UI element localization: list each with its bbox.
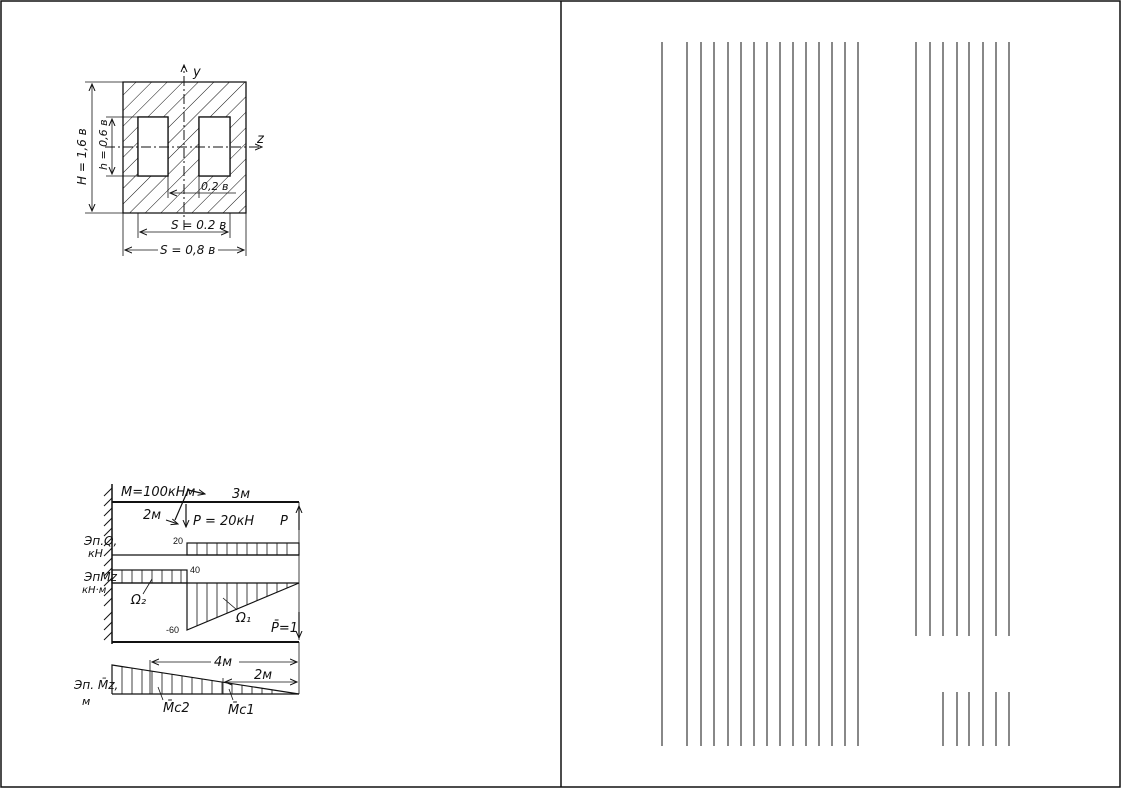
dim-H-label: H = 1,6 в — [75, 128, 89, 185]
mc1-leader — [228, 688, 234, 701]
omega1-leader — [222, 597, 238, 611]
span-3m-label: 3м — [232, 487, 250, 502]
q-diagram-block — [186, 542, 300, 556]
m-diagram-left-block — [111, 569, 188, 584]
wall-hatch — [103, 487, 113, 641]
mbar-triangle — [111, 664, 300, 695]
mc1-label: M̄c1 — [228, 703, 255, 718]
q-value-label: 20 — [173, 536, 183, 546]
dim-s-outer-label-bg — [158, 242, 218, 256]
force-P-label: P — [280, 514, 288, 529]
m-value-top: 40 — [190, 565, 200, 575]
q-diagram-title: Эп.Q, — [83, 534, 117, 548]
omega2-leader — [142, 578, 153, 595]
z-axis-label: z — [256, 132, 265, 147]
mc2-label: M̄c2 — [163, 701, 190, 716]
dim-h-label: h = 0,6 в — [97, 119, 110, 170]
m-diagram-triangle — [186, 582, 300, 631]
unit-force-label: P̄=1 — [271, 621, 298, 636]
mc2-leader — [157, 686, 164, 701]
beam-diagrams: M=100кHм 3м 2м P = 20кH P Эп.Q, кН 20 Эп… — [73, 484, 299, 718]
omega1-label: Ω₁ — [235, 611, 251, 626]
m-diagram-title: ЭпMz — [83, 570, 118, 584]
y-axis-label: y — [192, 65, 201, 80]
span-2m-arrow — [165, 520, 178, 524]
m-diagram-triangle-hatch — [196, 583, 288, 626]
force-label: P = 20кH — [193, 514, 254, 529]
mbar-triangle-hatch — [121, 667, 273, 694]
dim-s-inner-label: S = 0.2 в — [171, 218, 226, 232]
span-2m-label: 2м — [143, 508, 161, 523]
q-diagram-hatch — [196, 543, 288, 555]
moment-label: M=100кHм — [121, 485, 196, 500]
dim-gap-label: 0,2 в — [201, 180, 228, 193]
dim-4m-bg — [211, 654, 239, 668]
m-value-bottom: -60 — [166, 625, 179, 635]
mbar-diagram-title: Эп. M̄z, — [73, 678, 118, 692]
span-2m-bottom-label: 2м — [254, 668, 272, 683]
omega2-label: Ω₂ — [130, 593, 146, 608]
mbar-diagram-unit: м — [82, 695, 90, 708]
right-page-lines — [661, 42, 1010, 746]
q-diagram-unit: кН — [88, 547, 103, 560]
cross-section: y z H = 1,6 в h = 0,6 в 0,2 в S = 0.2 в … — [75, 65, 265, 257]
m-diagram-left-hatch — [121, 570, 182, 583]
dim-s-outer-label: S = 0,8 в — [160, 243, 215, 257]
span-4m-label: 4м — [214, 655, 232, 670]
moment-arrow — [174, 490, 205, 521]
m-diagram-unit: кН·м — [82, 585, 107, 596]
